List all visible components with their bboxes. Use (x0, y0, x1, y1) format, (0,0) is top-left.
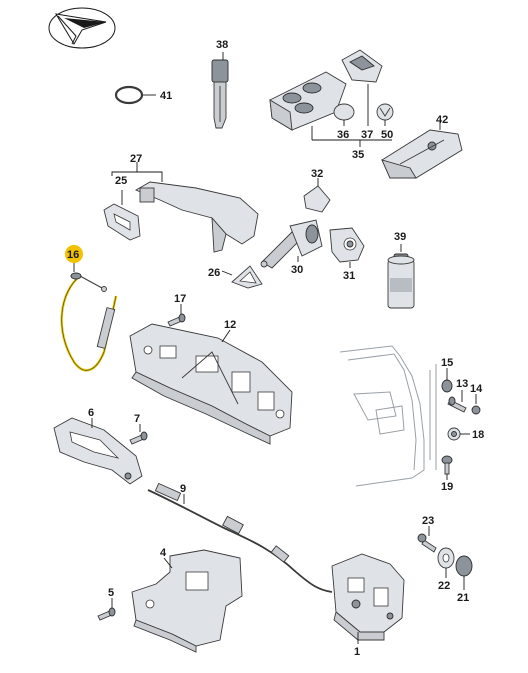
callout-14: 14 (470, 383, 483, 395)
door-lock-mechanism-part (331, 553, 405, 641)
outer-door-handle-part (134, 181, 259, 253)
callout-22: 22 (438, 580, 450, 592)
lock-bracket-part (131, 549, 243, 653)
o-ring-part (114, 85, 144, 105)
callout-16: 16 (67, 249, 79, 261)
cover-disk-part (455, 555, 473, 577)
grommet-part (441, 379, 453, 393)
callout-37: 37 (361, 129, 373, 141)
callout-4: 4 (160, 547, 167, 559)
clip-part (447, 427, 461, 441)
triangle-gasket-part (231, 265, 263, 289)
washer-part (437, 547, 455, 569)
callout-7: 7 (134, 413, 140, 425)
callout-42: 42 (436, 114, 448, 126)
remote-key-part (381, 129, 463, 179)
callout-32: 32 (311, 168, 323, 180)
lubricant-can-part (387, 253, 415, 309)
logo-badge-part (376, 103, 394, 121)
callout-19: 19 (441, 481, 453, 493)
callout-17: 17 (174, 293, 186, 305)
callout-9: 9 (180, 483, 186, 495)
handle-carrier-part (129, 323, 293, 445)
callout-30: 30 (291, 264, 303, 276)
callout-27: 27 (130, 153, 142, 165)
inner-door-handle-part (53, 417, 143, 485)
screw-part (97, 607, 116, 621)
striker-pin-part (441, 455, 453, 475)
lock-housing-part (329, 227, 365, 263)
callout-31: 31 (343, 270, 355, 282)
callout-41: 41 (160, 90, 172, 102)
key-blade-cover-part (341, 49, 383, 83)
screw-part (129, 431, 148, 445)
callout-36: 36 (337, 129, 349, 141)
callout-35: 35 (352, 149, 364, 161)
callout-6: 6 (88, 407, 94, 419)
highlight-badge (65, 245, 83, 263)
callout-5: 5 (108, 587, 114, 599)
striker-bolt-part (417, 533, 437, 553)
arrow-triangle-logo-icon (48, 7, 116, 49)
callout-23: 23 (422, 515, 434, 527)
handle-gasket-part (103, 203, 141, 241)
nut-part (471, 405, 481, 415)
callout-39: 39 (394, 231, 406, 243)
key-fob-part (269, 71, 347, 131)
callout-13: 13 (456, 378, 468, 390)
callout-18: 18 (472, 429, 484, 441)
lock-cylinder-part (260, 219, 323, 269)
callout-21: 21 (457, 592, 469, 604)
highlighted-cable-part (60, 272, 118, 372)
bowden-cable-part (147, 482, 333, 593)
bolt-part (447, 396, 467, 413)
key-blade-part (211, 59, 229, 129)
callout-50: 50 (381, 129, 393, 141)
door-frame-inset (339, 345, 437, 487)
callout-38: 38 (216, 39, 228, 51)
callout-26: 26 (208, 267, 220, 279)
screw-part (167, 313, 186, 327)
callout-1: 1 (354, 646, 360, 658)
callout-12: 12 (224, 319, 236, 331)
battery-part (333, 103, 355, 121)
callout-15: 15 (441, 357, 453, 369)
end-cap-part (303, 185, 331, 213)
callout-25: 25 (115, 175, 127, 187)
